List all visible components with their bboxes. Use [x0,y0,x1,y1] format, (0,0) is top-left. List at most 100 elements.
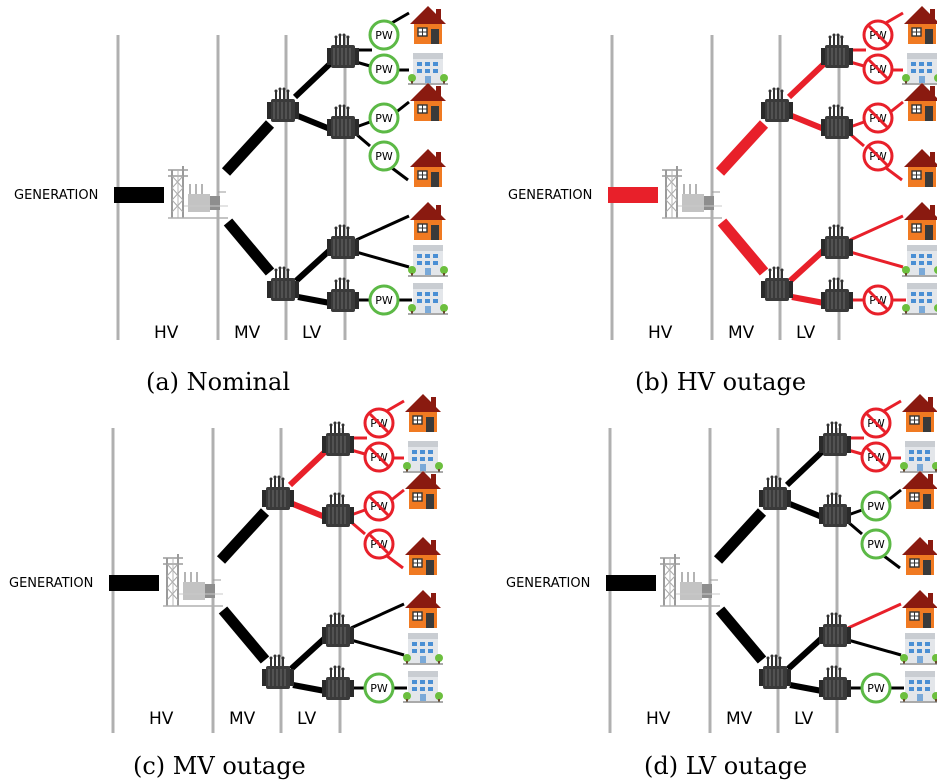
mv-transformer-icon [261,653,295,690]
generation-label: GENERATION [508,188,592,203]
powerwall-out: PW [862,284,894,316]
hv-label: HV [646,709,671,729]
mv-transformer-icon [758,474,792,511]
powerwall-out: PW [862,140,894,172]
house-icon [409,148,447,188]
generation-bar [114,187,164,203]
generation-bar [606,575,656,591]
generation-label: GENERATION [9,576,93,591]
office-building-icon [901,244,937,277]
lv-transformer-icon [820,103,854,140]
svg-text:PW: PW [375,112,393,125]
powerwall-out: PW [363,441,395,473]
svg-text:PW: PW [375,29,393,42]
office-building-icon [402,440,444,473]
feeder-lines-outage [287,399,405,570]
house-icon [901,589,937,629]
generation-bar [608,187,658,203]
lv-transformer-icon [818,664,852,701]
panel-hv-outage: GENERATION [508,5,937,343]
powerwall-out: PW [862,53,894,85]
house-icon [409,5,447,45]
mv-transformer-icon [261,474,295,511]
mv-label: MV [728,323,755,343]
powerwall-out: PW [862,19,894,51]
mv-transformer-icon [760,86,794,123]
hv-label: HV [648,323,673,343]
house-icon [903,82,937,122]
house-icon [903,201,937,241]
caption-d: (d) LV outage [644,752,807,780]
svg-text:PW: PW [375,150,393,163]
lv-transformer-icon [326,103,360,140]
house-icon [404,589,442,629]
powerwall-ok: PW [860,490,892,522]
feeder-lines [715,11,906,306]
powerwall-out: PW [363,490,395,522]
lv-label: LV [302,323,322,343]
powerwall-out: PW [363,528,395,560]
mv-label: MV [726,709,753,729]
office-building-icon [901,52,937,85]
caption-a: (a) Nominal [146,368,290,396]
powerwall-out: PW [862,102,894,134]
svg-text:PW: PW [867,538,885,551]
panel-lv-outage: GENERATION [506,393,937,733]
office-building-icon [407,52,449,85]
house-icon [404,470,442,510]
lv-transformer-icon [818,611,852,648]
office-building-icon [402,632,444,665]
office-building-icon [407,282,449,315]
house-icon [901,470,937,510]
lv-transformer-icon [326,223,360,260]
svg-text:PW: PW [375,294,393,307]
office-building-icon [899,632,937,665]
svg-text:PW: PW [375,63,393,76]
feeder-lines-energized [216,508,407,694]
feeder-lines-energized [713,445,904,694]
powerwall-ok: PW [368,102,400,134]
house-icon [901,536,937,576]
house-icon [404,393,442,433]
powerwall-ok: PW [368,53,400,85]
lv-transformer-icon [321,491,355,528]
house-icon [404,536,442,576]
house-icon [409,82,447,122]
lv-transformer-icon [321,664,355,701]
generation-label: GENERATION [14,188,98,203]
office-building-icon [402,670,444,703]
lv-transformer-icon [820,223,854,260]
powerwall-out: PW [860,441,892,473]
svg-text:PW: PW [867,500,885,513]
lv-transformer-icon [321,420,355,457]
lv-transformer-icon [818,491,852,528]
svg-text:PW: PW [867,682,885,695]
lv-transformer-icon [321,611,355,648]
house-icon [903,5,937,45]
mv-transformer-icon [760,265,794,302]
powerwall-out: PW [860,407,892,439]
mv-transformer-icon [758,653,792,690]
caption-c: (c) MV outage [133,752,306,780]
lv-label: LV [794,709,814,729]
panel-nominal: GENERATION [14,5,449,343]
powerwall-ok: PW [860,672,892,704]
hv-label: HV [149,709,174,729]
caption-b: (b) HV outage [635,368,806,396]
mv-label: MV [234,323,261,343]
lv-transformer-icon [820,32,854,69]
svg-text:PW: PW [370,682,388,695]
house-icon [903,148,937,188]
feeder-lines [221,11,412,306]
mv-transformer-icon [266,265,300,302]
mv-transformer-icon [266,86,300,123]
powerwall-ok: PW [368,284,400,316]
lv-transformer-icon [820,276,854,313]
powerwall-ok: PW [368,140,400,172]
powerwall-ok: PW [860,528,892,560]
office-building-icon [407,244,449,277]
panel-mv-outage: GENERATION [9,393,444,733]
lv-transformer-icon [326,32,360,69]
house-icon [409,201,447,241]
